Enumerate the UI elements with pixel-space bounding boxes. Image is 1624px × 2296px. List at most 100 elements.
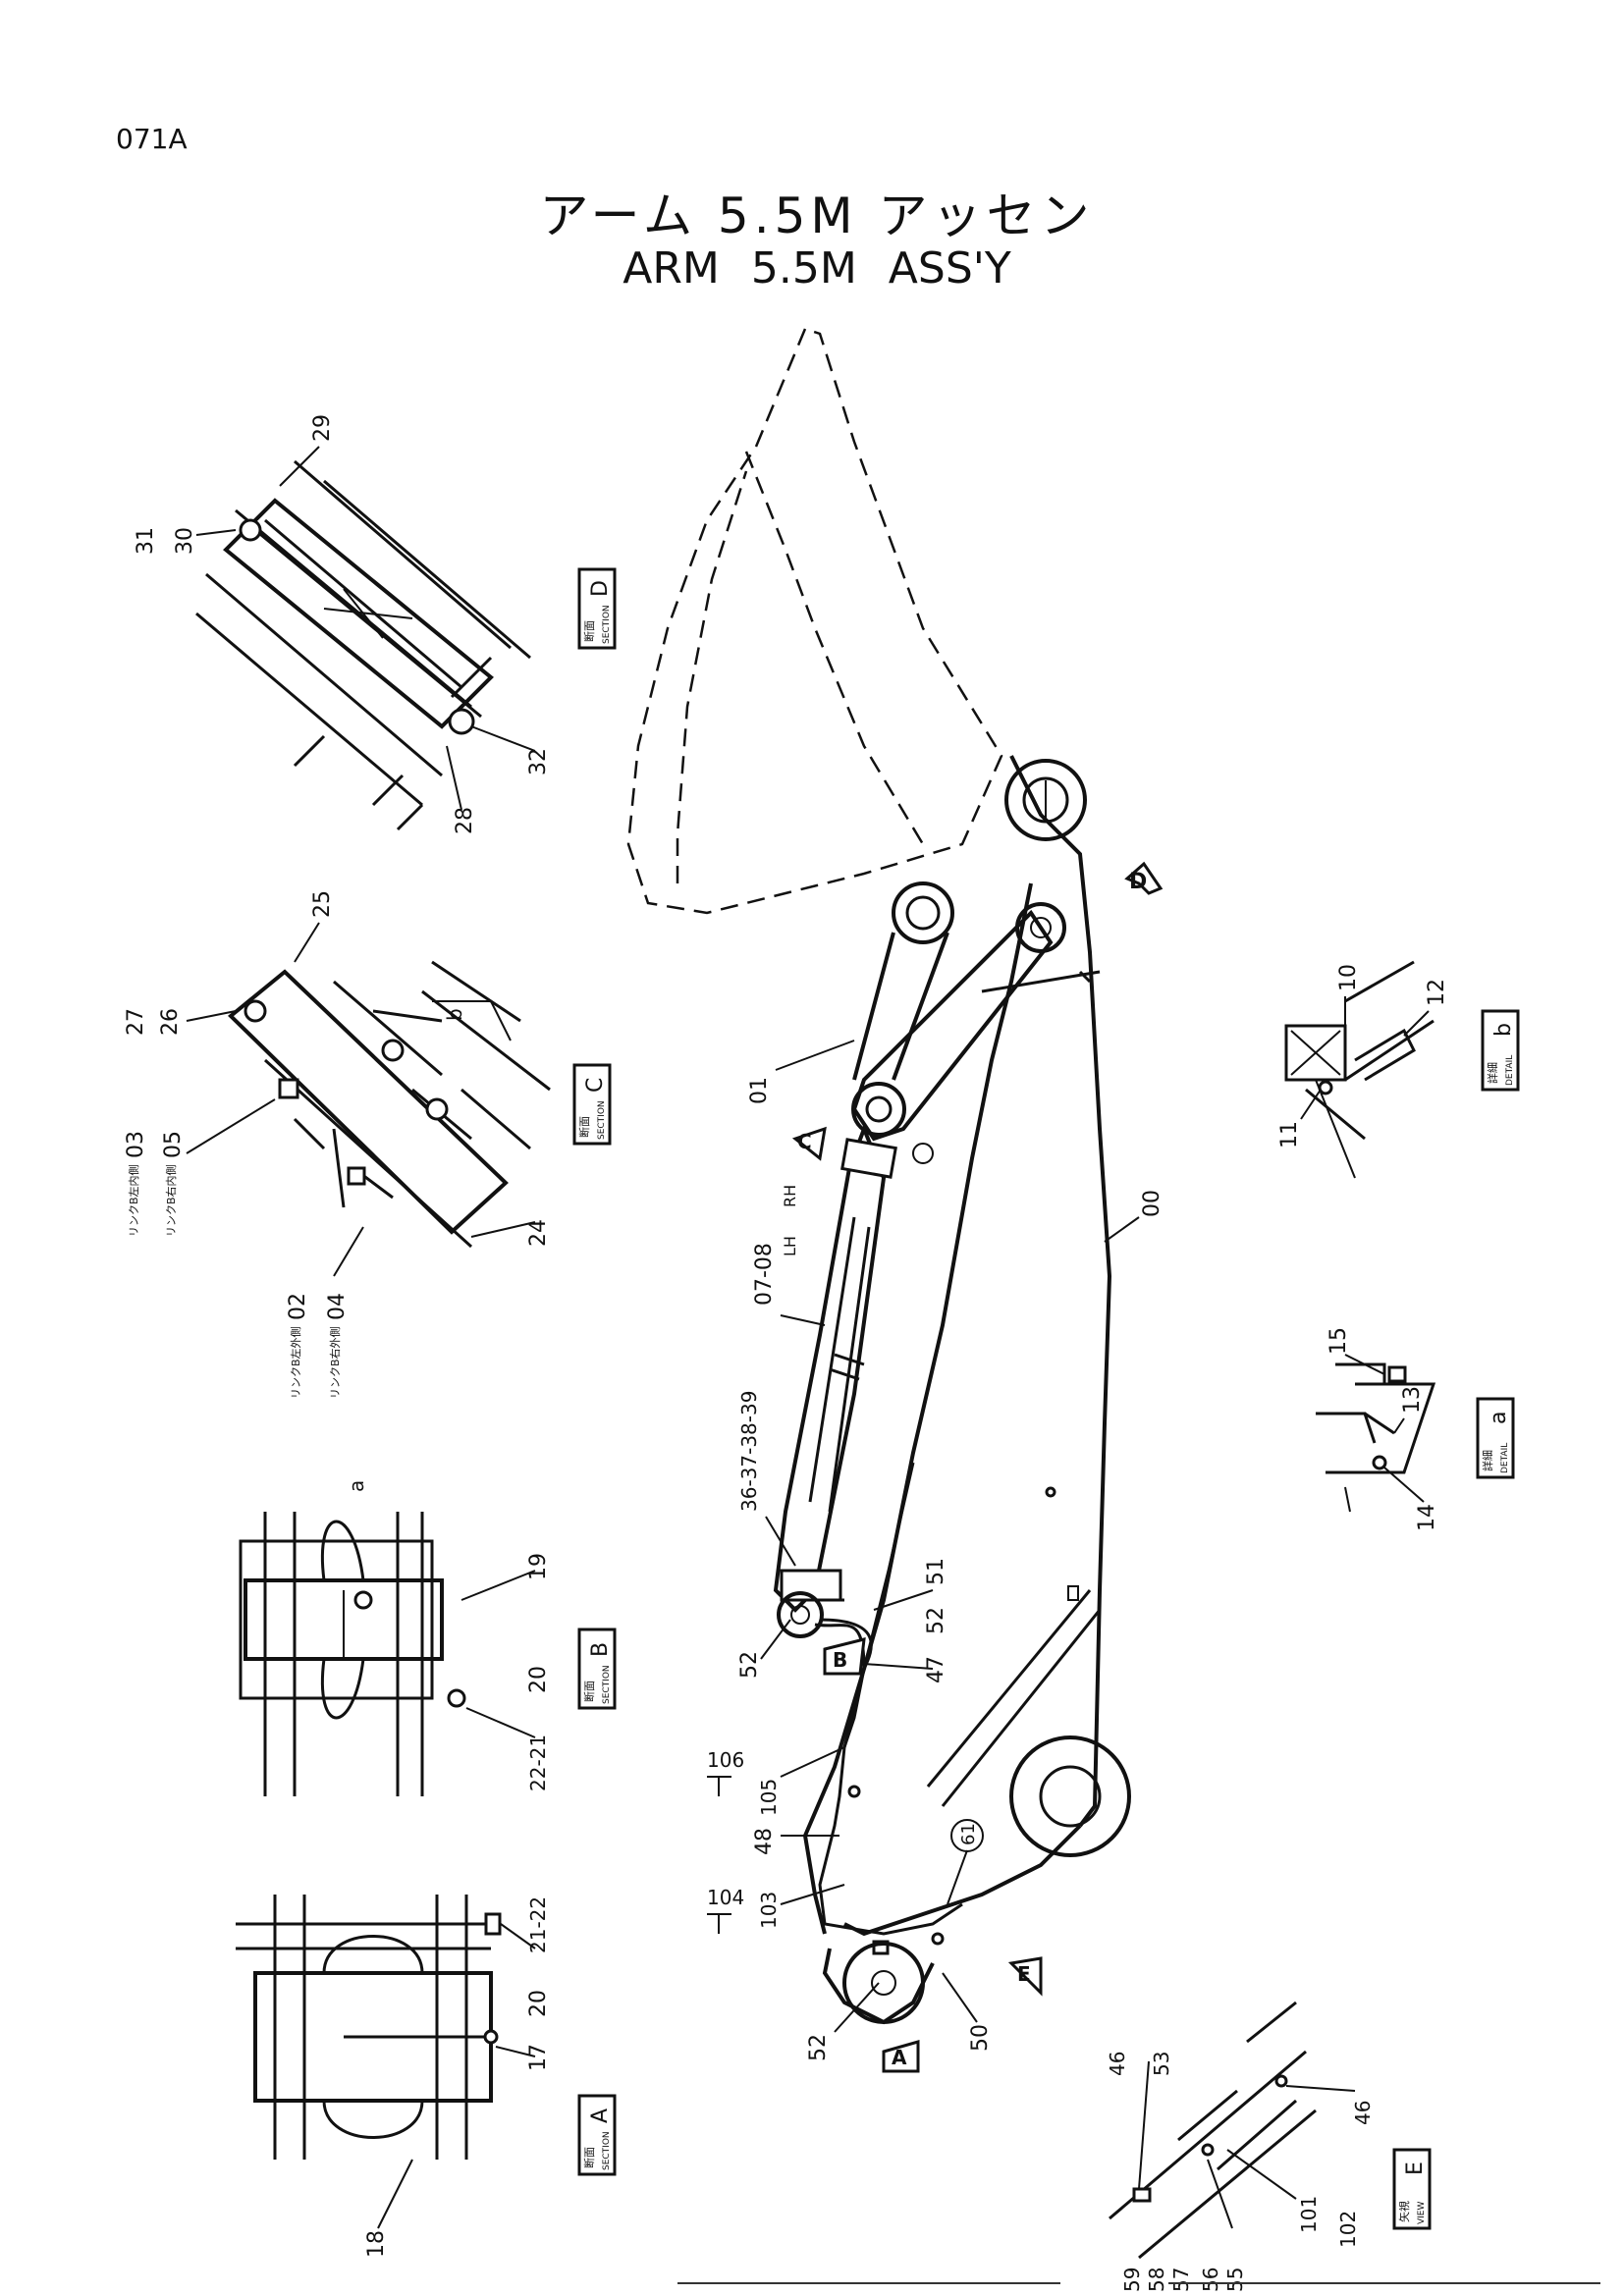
arm-boss [1009, 1735, 1131, 1857]
note-05: リンクB右内側 [164, 1164, 178, 1237]
callout-15: 15 [1326, 1327, 1351, 1355]
svg-text:D: D [588, 580, 613, 597]
view-marker-e: E [1017, 1962, 1031, 1986]
callout-25: 25 [310, 890, 335, 918]
callout-103: 103 [757, 1892, 781, 1929]
small-letter-b: b [443, 1008, 466, 1021]
svg-text:詳細: 詳細 [1481, 1450, 1494, 1471]
view-e-view: 46 53 46 101 102 59 58 57 56 55 矢視 VIEW … [1106, 2001, 1432, 2292]
callout-50: 50 [968, 2024, 993, 2052]
callout-18: 18 [364, 2230, 389, 2258]
callout-101: 101 [1297, 2196, 1321, 2233]
callout-22-21: 22-21 [526, 1735, 550, 1791]
callout-47: 47 [924, 1656, 948, 1683]
title-japanese: アーム 5.5M アッセン [539, 187, 1095, 244]
note-03: リンクB左内側 [127, 1164, 140, 1237]
svg-text:断面: 断面 [582, 2147, 596, 2168]
page-code: 071A [116, 123, 188, 155]
svg-text:DETAIL: DETAIL [1505, 1055, 1515, 1086]
callout-05: 05 [161, 1131, 186, 1158]
view-marker-a: A [892, 2046, 907, 2069]
svg-text:断面: 断面 [582, 620, 596, 642]
callout-46-upper: 46 [1106, 2052, 1129, 2076]
svg-text:B: B [588, 1642, 613, 1657]
callout-04: 04 [325, 1293, 350, 1320]
callout-13: 13 [1400, 1386, 1425, 1414]
view-marker-c: C [797, 1130, 812, 1153]
callout-106: 106 [707, 1748, 744, 1772]
callout-32: 32 [526, 748, 551, 775]
title-english: ARM 5.5M ASS'Y [623, 243, 1011, 294]
svg-text:DETAIL: DETAIL [1500, 1443, 1510, 1473]
callout-20-b: 20 [526, 1666, 551, 1693]
detail-b-label: 詳細 DETAIL b [1481, 1009, 1520, 1092]
svg-text:b: b [1491, 1023, 1516, 1037]
callout-55: 55 [1223, 2268, 1247, 2292]
callout-48: 48 [752, 1828, 777, 1855]
section-a-view: 21-22 20 17 18 断面 SECTION A [236, 1895, 617, 2258]
callout-31: 31 [134, 527, 158, 555]
callout-29: 29 [310, 414, 335, 442]
callout-52-upper: 52 [737, 1651, 762, 1679]
callout-57: 57 [1169, 2268, 1193, 2292]
section-c-label: 断面 SECTION C [572, 1063, 612, 1146]
detail-a-label: 詳細 DETAIL a [1476, 1397, 1515, 1479]
svg-text:SECTION: SECTION [602, 1665, 612, 1704]
callout-20-a: 20 [526, 1990, 551, 2017]
callout-59: 59 [1120, 2268, 1144, 2292]
section-d-view: 29 31 30 32 28 断面 SECTION D [134, 414, 617, 834]
section-b-label: 断面 SECTION B [577, 1628, 617, 1710]
callout-52-lower: 52 [806, 2034, 831, 2061]
footer-rule-left [677, 2282, 1060, 2284]
section-c-view: b 25 27 26 03 05 リンクB左内側 リンクB右内側 24 02 0… [124, 890, 612, 1399]
view-marker-d: D [1129, 870, 1147, 894]
callout-51: 51 [924, 1558, 948, 1585]
bucket-dashed [626, 327, 1003, 915]
svg-text:SECTION: SECTION [602, 2131, 612, 2170]
callout-07-08: 07-08 [752, 1243, 777, 1306]
callout-52-mid: 52 [924, 1607, 948, 1634]
callout-104: 104 [707, 1886, 744, 1909]
svg-text:A: A [588, 2109, 613, 2123]
view-markers: D C B E A [791, 861, 1164, 2073]
callout-02: 02 [286, 1293, 310, 1320]
detail-b-view: 10 12 11 詳細 DETAIL b [1277, 960, 1520, 1179]
callout-10: 10 [1336, 964, 1361, 991]
callout-46-lower: 46 [1351, 2101, 1375, 2125]
footer-rule-right [1168, 2282, 1600, 2284]
svg-text:詳細: 詳細 [1486, 1062, 1499, 1084]
svg-text:a: a [1487, 1412, 1511, 1424]
callout-lh: LH [781, 1236, 799, 1256]
svg-text:SECTION: SECTION [602, 605, 612, 644]
callout-00: 00 [1140, 1190, 1164, 1217]
svg-text:C: C [583, 1078, 608, 1093]
callout-14: 14 [1415, 1504, 1439, 1531]
section-b-view: a 19 20 22-21 断面 SECTION B [239, 1480, 617, 1796]
callout-105: 105 [757, 1779, 781, 1816]
callout-28: 28 [453, 807, 477, 834]
view-e-label: 矢視 VIEW E [1392, 2148, 1432, 2230]
small-letter-a: a [345, 1480, 368, 1492]
callout-03: 03 [124, 1131, 148, 1158]
svg-text:E: E [1403, 2162, 1428, 2175]
callout-12: 12 [1425, 979, 1449, 1006]
svg-text:SECTION: SECTION [597, 1100, 607, 1140]
callout-61: 61 [958, 1823, 979, 1845]
view-marker-b: B [833, 1648, 847, 1672]
callout-rh: RH [781, 1185, 799, 1207]
callout-30: 30 [173, 527, 197, 555]
bucket-pin-joint [1004, 759, 1087, 841]
svg-text:断面: 断面 [577, 1116, 591, 1138]
callout-56: 56 [1199, 2268, 1222, 2292]
callout-102: 102 [1336, 2211, 1360, 2248]
section-a-label: 断面 SECTION A [577, 2094, 617, 2176]
callout-26: 26 [158, 1008, 183, 1036]
callout-19: 19 [526, 1553, 551, 1580]
link-b [851, 881, 1066, 1164]
callout-36-39: 36-37-38-39 [737, 1391, 761, 1512]
section-d-label: 断面 SECTION D [577, 567, 617, 650]
callout-53: 53 [1150, 2052, 1173, 2076]
callout-11: 11 [1277, 1121, 1302, 1148]
bucket-cylinder [773, 1123, 897, 1638]
